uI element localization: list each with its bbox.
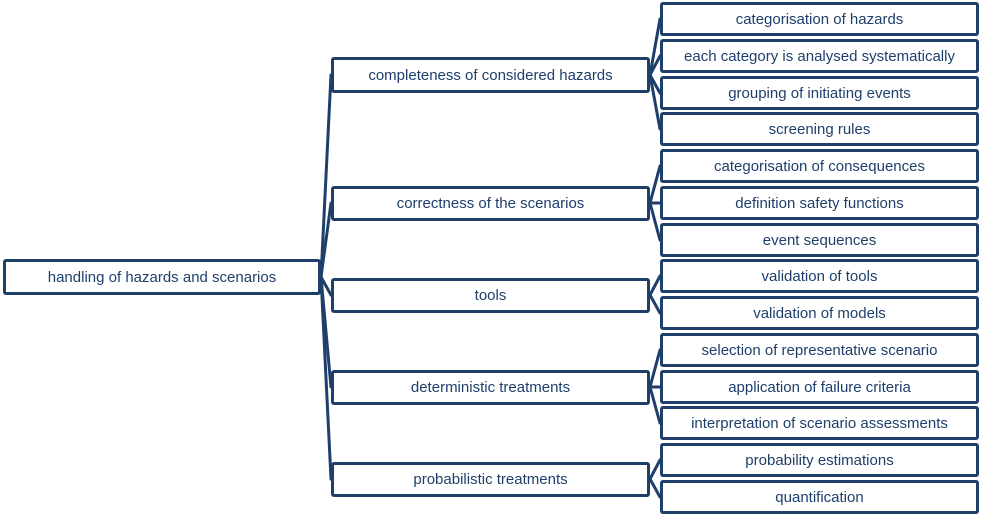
leaf-node: quantification bbox=[660, 480, 979, 514]
connector-line bbox=[648, 201, 662, 242]
branch-node: deterministic treatments bbox=[331, 370, 650, 405]
connector-line bbox=[648, 164, 662, 205]
branch-node: tools bbox=[331, 278, 650, 313]
leaf-node: validation of models bbox=[660, 296, 979, 330]
leaf-label: validation of models bbox=[753, 304, 886, 322]
connector-line bbox=[648, 385, 662, 425]
leaf-node: interpretation of scenario assessments bbox=[660, 406, 979, 440]
connector-line bbox=[648, 274, 662, 297]
branch-label: tools bbox=[474, 287, 507, 304]
connector-line bbox=[648, 348, 662, 389]
branch-node: correctness of the scenarios bbox=[331, 186, 650, 221]
leaf-label: grouping of initiating events bbox=[728, 84, 911, 102]
leaf-label: probability estimations bbox=[745, 451, 894, 469]
branch-label: completeness of considered hazards bbox=[368, 66, 613, 84]
leaf-label: application of failure criteria bbox=[728, 378, 911, 396]
leaf-node: probability estimations bbox=[660, 443, 979, 477]
branch-label: probabilistic treatments bbox=[413, 471, 568, 488]
leaf-node: grouping of initiating events bbox=[660, 76, 979, 110]
connector-line bbox=[648, 54, 662, 77]
connector-line bbox=[319, 201, 333, 279]
leaf-label: event sequences bbox=[762, 231, 877, 249]
root-label: handling of hazards and scenarios bbox=[47, 268, 277, 286]
leaf-label: interpretation of scenario assessments bbox=[691, 414, 948, 432]
connector-line bbox=[319, 73, 333, 279]
leaf-label: categorisation of consequences bbox=[714, 157, 925, 175]
leaf-node: validation of tools bbox=[660, 259, 979, 293]
branch-node: completeness of considered hazards bbox=[331, 57, 650, 93]
leaf-label: selection of representative scenario bbox=[701, 341, 938, 359]
connector-line bbox=[648, 477, 662, 499]
connector-line bbox=[648, 17, 662, 77]
leaf-node: categorisation of hazards bbox=[660, 2, 979, 36]
branch-node: probabilistic treatments bbox=[331, 462, 650, 497]
leaf-label: validation of tools bbox=[761, 267, 878, 285]
leaf-node: application of failure criteria bbox=[660, 370, 979, 404]
leaf-node: selection of representative scenario bbox=[660, 333, 979, 367]
branch-label: correctness of the scenarios bbox=[396, 195, 585, 212]
leaf-label: quantification bbox=[775, 488, 864, 506]
connector-line bbox=[648, 293, 662, 315]
connector-line bbox=[648, 458, 662, 481]
leaf-node: categorisation of consequences bbox=[660, 149, 979, 183]
leaf-node: screening rules bbox=[660, 112, 979, 146]
root-node: handling of hazards and scenarios bbox=[3, 259, 321, 295]
leaf-label: definition safety functions bbox=[735, 194, 904, 212]
leaf-node: each category is analysed systematically bbox=[660, 39, 979, 73]
leaf-label: screening rules bbox=[768, 120, 871, 138]
leaf-node: definition safety functions bbox=[660, 186, 979, 220]
branch-label: deterministic treatments bbox=[410, 379, 571, 396]
connector-line bbox=[319, 275, 333, 481]
leaf-label: each category is analysed systematically bbox=[684, 47, 955, 65]
leaf-node: event sequences bbox=[660, 223, 979, 257]
connector-line bbox=[648, 73, 662, 131]
leaf-label: categorisation of hazards bbox=[735, 10, 904, 28]
